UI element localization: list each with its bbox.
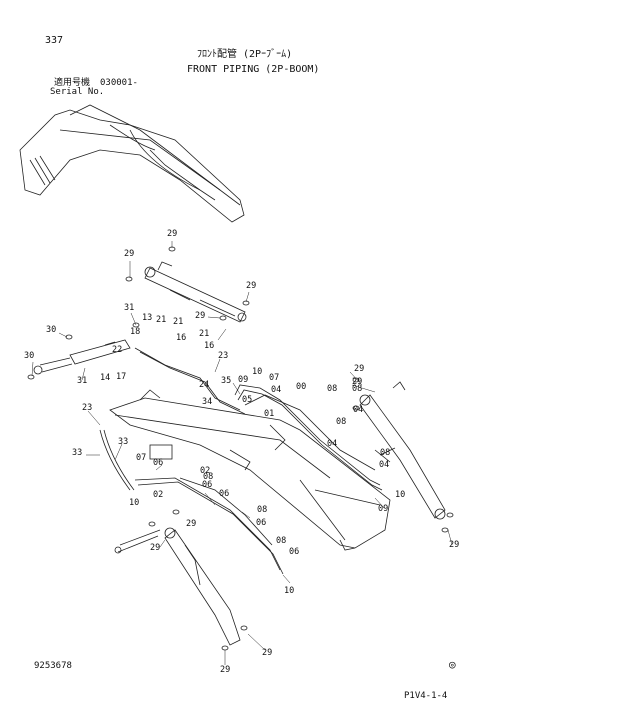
title-japanese: ﾌﾛﾝﾄ配管 (2Pｰﾌﾞｰﾑ) — [197, 49, 293, 60]
callout-label: 31 — [77, 376, 87, 386]
serial-label-en: Serial No. — [50, 87, 105, 97]
upper-cylinder — [144, 261, 247, 323]
callout-label: 23 — [218, 351, 228, 361]
callout-label: 18 — [130, 327, 140, 337]
callout-label: 08 — [203, 472, 213, 482]
serial-label-jp: 適用号機 — [54, 78, 91, 88]
callout-label: 21 — [156, 315, 166, 325]
callout-label: 06 — [202, 480, 212, 490]
callout-label: 13 — [142, 313, 152, 323]
callout-label: 05 — [242, 395, 252, 405]
serial-value: 030001- — [100, 78, 138, 88]
callout-label: 29 — [449, 540, 459, 550]
callout-label: 29 — [167, 229, 177, 239]
callout-label: 29 — [354, 364, 364, 374]
callout-label: 14 — [100, 373, 110, 383]
callout-label: 08 — [276, 536, 286, 546]
callout-label: 02 — [153, 490, 163, 500]
leader-lines — [31, 241, 453, 665]
callout-label: 30 — [24, 351, 34, 361]
callout-label: 35 — [221, 376, 231, 386]
callout-label: 33 — [118, 437, 128, 447]
callout-label: 06 — [256, 518, 266, 528]
lower-cylinder — [114, 527, 241, 646]
callout-label: 08 — [336, 417, 346, 427]
callout-label: 16 — [176, 333, 186, 343]
callout-label: 30 — [46, 325, 56, 335]
callout-label: 04 — [379, 460, 389, 470]
callout-label: 04 — [271, 385, 281, 395]
callout-label: 29 — [186, 519, 196, 529]
callout-label: 21 — [173, 317, 183, 327]
boom-body — [109, 389, 391, 551]
callout-label: 29 — [246, 281, 256, 291]
callout-label: 06 — [153, 458, 163, 468]
callout-label: 33 — [72, 448, 82, 458]
callout-label: 00 — [296, 382, 306, 392]
callout-label: 10 — [395, 490, 405, 500]
callout-label: 34 — [202, 397, 212, 407]
callout-label: 06 — [219, 489, 229, 499]
section-mark-icon: ◎ — [449, 658, 456, 671]
ref-code: P1V4-1-4 — [404, 691, 448, 701]
callout-label: 17 — [116, 372, 126, 382]
callout-label: 08 — [257, 505, 267, 515]
hose-lines — [99, 347, 383, 575]
page-number: 337 — [45, 35, 64, 46]
callout-label: 08 — [380, 448, 390, 458]
callout-label: 10 — [129, 498, 139, 508]
callout-label: 09 — [238, 375, 248, 385]
callout-label: 22 — [112, 345, 122, 355]
callout-label: 09 — [378, 504, 388, 514]
callout-label: 16 — [204, 341, 214, 351]
callout-label: 10 — [252, 367, 262, 377]
overview-excavator-front — [19, 104, 245, 223]
callout-labels: 29 29 29 29 31 13 21 21 30 18 16 21 16 23 22 30 14 17 31 24… — [24, 229, 459, 675]
callout-label: 23 — [82, 403, 92, 413]
callout-label: 29 — [352, 377, 362, 387]
callout-label: 29 — [220, 665, 230, 675]
callout-label: 07 — [136, 453, 146, 463]
callout-label: 29 — [262, 648, 272, 658]
right-cylinder — [359, 381, 446, 520]
callout-label: 29 — [195, 311, 205, 321]
callout-label: 08 — [327, 384, 337, 394]
callout-label: 29 — [150, 543, 160, 553]
callout-label: 29 — [124, 249, 134, 259]
callout-label: 01 — [264, 409, 274, 419]
callout-label: 24 — [199, 380, 209, 390]
callout-label: 08 — [352, 384, 362, 394]
callout-label: 07 — [269, 373, 279, 383]
callout-label: 06 — [289, 547, 299, 557]
callout-label: 04 — [353, 405, 363, 415]
callout-label: 21 — [199, 329, 209, 339]
callout-label: 31 — [124, 303, 134, 313]
doc-number: 9253678 — [34, 661, 72, 671]
left-cylinder — [33, 339, 131, 375]
callout-label: 02 — [200, 466, 210, 476]
callout-label: 04 — [327, 439, 337, 449]
callout-label: 10 — [284, 586, 294, 596]
title-english: FRONT PIPING (2P-BOOM) — [187, 64, 320, 75]
